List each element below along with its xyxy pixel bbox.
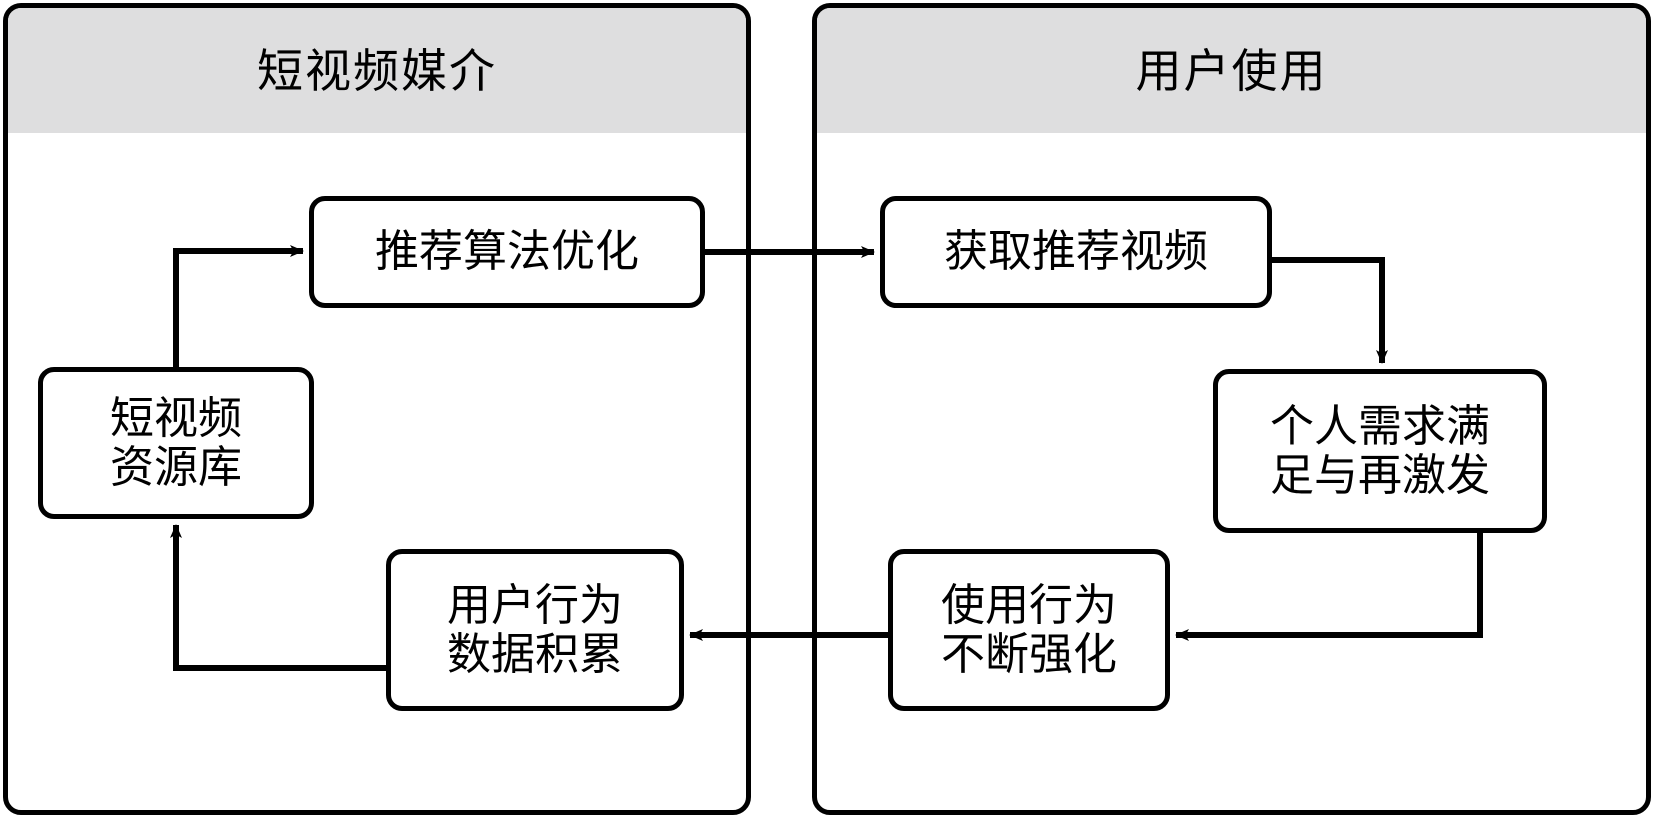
node-short-video-resource-library[interactable]: 短视频 资源库 <box>38 367 314 519</box>
node-algo-label: 推荐算法优化 <box>375 226 639 278</box>
node-behavior-line2: 数据积累 <box>447 629 623 680</box>
node-needs-line1: 个人需求满 <box>1270 400 1490 452</box>
node-user-behavior-data-accumulation[interactable]: 用户行为 数据积累 <box>386 549 684 711</box>
panel-title-right: 用户使用 <box>1135 43 1328 98</box>
node-personal-needs-satisfaction-and-restimulation[interactable]: 个人需求满 足与再激发 <box>1213 369 1547 533</box>
node-recommendation-algorithm-optimization[interactable]: 推荐算法优化 <box>309 196 705 308</box>
node-needs-line2: 足与再激发 <box>1270 450 1490 501</box>
node-reinforce-line1: 使用行为 <box>941 579 1117 631</box>
node-getvideo-label: 获取推荐视频 <box>944 226 1208 278</box>
panel-title-left: 短视频媒介 <box>257 43 497 98</box>
node-behavior-line1: 用户行为 <box>447 579 623 631</box>
node-obtain-recommended-videos[interactable]: 获取推荐视频 <box>880 196 1272 308</box>
node-reinforce-line2: 不断强化 <box>941 629 1117 680</box>
panel-header-left: 短视频媒介 <box>8 8 746 133</box>
panel-header-right: 用户使用 <box>817 8 1646 133</box>
node-library-line2: 资源库 <box>110 442 242 493</box>
node-library-line1: 短视频 <box>110 392 242 444</box>
node-usage-behavior-continuous-reinforcement[interactable]: 使用行为 不断强化 <box>888 549 1170 711</box>
